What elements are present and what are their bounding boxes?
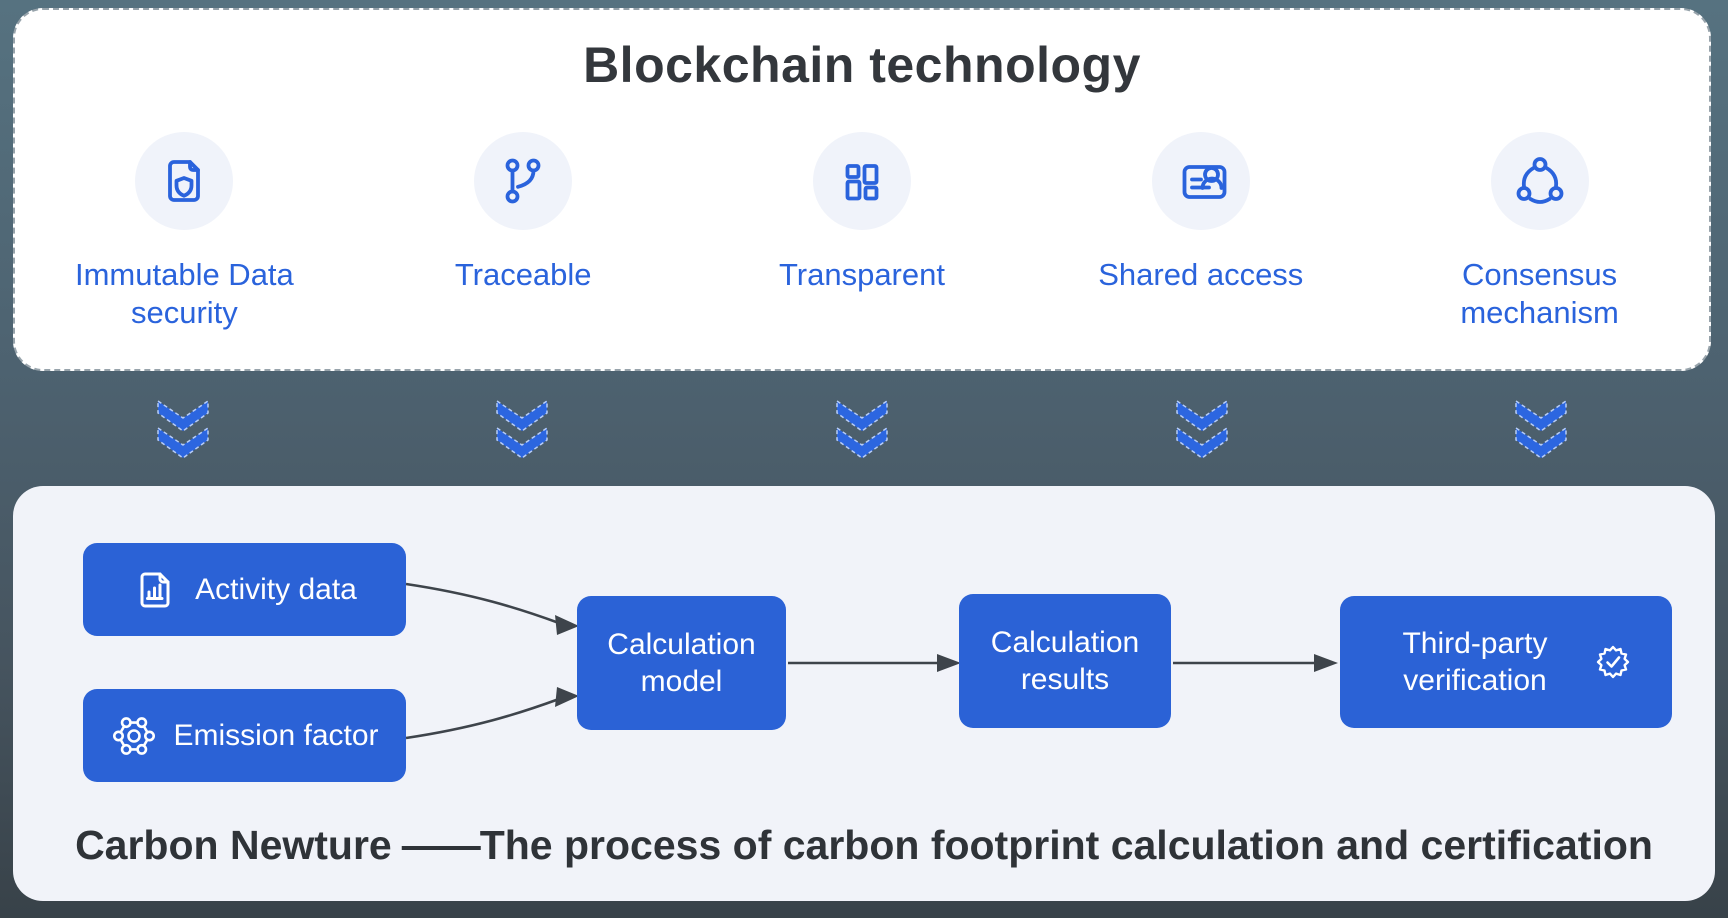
feature-label: Consensus mechanism <box>1460 257 1619 330</box>
chevron-row <box>13 398 1711 460</box>
feature-label: Traceable <box>454 257 592 292</box>
third-party-verification-box: Third-party verification <box>1340 596 1672 728</box>
feature-transparent: Transparent <box>693 132 1032 332</box>
caption-brand: Carbon Newture <box>75 822 392 868</box>
caption-dash: —— <box>401 822 481 868</box>
calculation-model-box: Calculation model <box>577 596 786 730</box>
caption-description: The process of carbon footprint calculat… <box>479 822 1653 868</box>
process-panel: Activity data Emission factor Calculatio… <box>13 486 1715 901</box>
page-title: Blockchain technology <box>583 37 1141 93</box>
certified-badge-icon <box>1596 645 1630 679</box>
git-branch-icon <box>505 158 541 204</box>
feature-immutable: Immutable Data security <box>15 132 354 332</box>
double-chevron-down-icon <box>1515 400 1567 459</box>
activity-data-box: Activity data <box>83 543 406 636</box>
document-chart-icon <box>140 572 170 607</box>
double-chevron-down-icon <box>496 400 549 459</box>
feature-label: Shared access <box>1098 257 1304 292</box>
feature-row: Immutable Data security Traceable <box>15 132 1709 332</box>
caption: Carbon Newture——The process of carbon fo… <box>13 822 1715 869</box>
feature-consensus: Consensus mechanism <box>1370 132 1709 332</box>
flow-box-label: Activity data <box>195 572 357 606</box>
double-chevron-down-icon <box>1175 400 1228 459</box>
calculation-results-box: Calculation results <box>959 594 1171 728</box>
emission-factor-box: Emission factor <box>83 689 406 782</box>
double-chevron-down-icon <box>836 400 888 459</box>
feature-shared-access: Shared access <box>1031 132 1370 332</box>
blockchain-panel: Blockchain technology Immutable Data sec… <box>13 8 1711 371</box>
feature-label: Transparent <box>778 257 945 292</box>
flow-box-label: Third-party verification <box>1402 626 1548 698</box>
double-chevron-down-icon <box>157 400 209 459</box>
feature-label: Immutable Data security <box>74 257 294 330</box>
feature-traceable: Traceable <box>354 132 693 332</box>
grid-blocks-icon <box>845 164 879 201</box>
id-card-icon <box>1182 165 1227 199</box>
document-shield-icon <box>168 160 201 202</box>
flow-box-label: Calculation model <box>607 627 756 699</box>
flow-box-label: Emission factor <box>173 718 379 752</box>
molecule-icon <box>113 716 156 755</box>
network-nodes-icon <box>1516 157 1563 204</box>
flow-box-label: Calculation results <box>990 625 1140 697</box>
